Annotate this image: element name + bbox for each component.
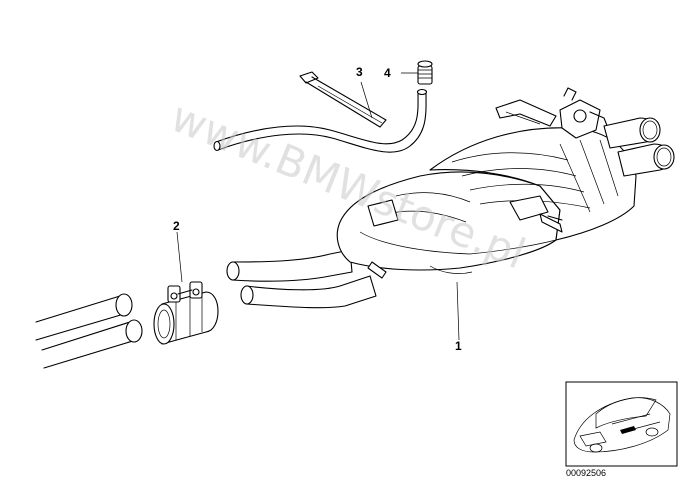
hose-cap-part	[417, 60, 433, 85]
vent-hose-part	[213, 88, 428, 153]
car-thumbnail	[565, 381, 678, 467]
callout-leaders	[176, 72, 460, 341]
diagram-reference-number: 00092506	[566, 468, 606, 478]
cable-tie-part	[299, 71, 387, 128]
front-pipes	[35, 293, 143, 369]
callout-4: 4	[384, 66, 391, 80]
callout-1: 1	[455, 339, 462, 353]
pipe-clamp-part	[153, 281, 219, 345]
rear-silencer-part	[226, 87, 675, 309]
callout-2: 2	[173, 219, 180, 233]
callout-3: 3	[356, 65, 363, 79]
